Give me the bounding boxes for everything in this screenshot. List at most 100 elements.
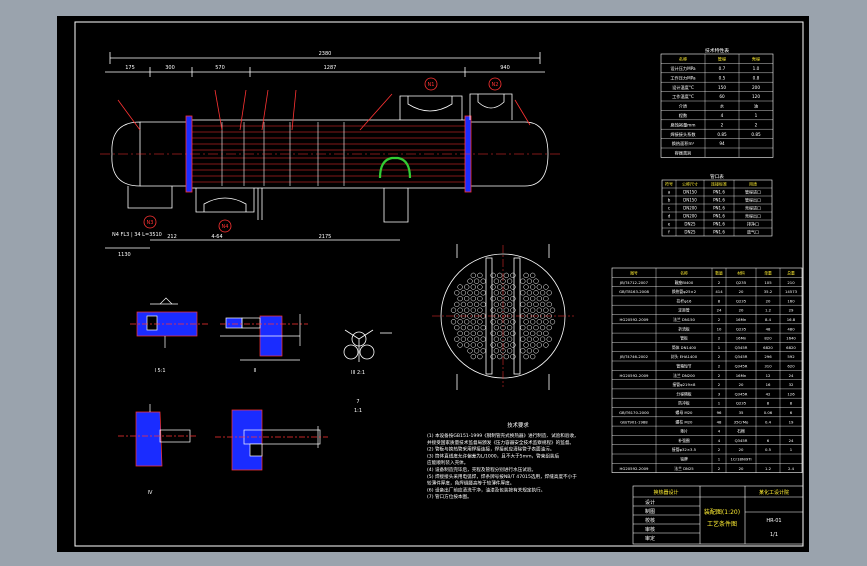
sheet-number: 1/1: [770, 532, 778, 538]
tube-hole: [493, 348, 500, 354]
table-cell: 1: [718, 457, 721, 462]
tube-hole: [546, 290, 552, 296]
tube-hole: [543, 342, 549, 348]
tube-hole: [464, 319, 470, 325]
tube-hole: [500, 324, 506, 331]
table-cell: 鞍座BI400: [675, 280, 694, 285]
table-cell: 2: [718, 280, 721, 285]
tube-hole: [543, 307, 549, 313]
tube-hole: [480, 348, 486, 354]
table-cell: 24: [717, 308, 722, 313]
tube-hole: [520, 290, 526, 296]
tube-hole: [536, 284, 542, 290]
note-line: (3) 筒体直线度允许偏差为L/1000，且不大于5mm，管束组装后: [427, 452, 560, 459]
tube-hole: [546, 313, 552, 319]
tube-hole: [490, 342, 496, 348]
table-cell: GB/T6170-2000: [619, 410, 649, 415]
table-cell: 1.2: [765, 308, 772, 313]
table-cell: 法兰 DN200: [673, 373, 695, 378]
table-cell: 符号: [665, 181, 673, 187]
tube-hole: [467, 301, 473, 308]
table-title: 管口表: [710, 173, 724, 180]
tube-hole: [520, 336, 526, 342]
table-cell: 0.85: [717, 132, 727, 137]
tube-hole: [523, 272, 529, 279]
tube-hole: [493, 324, 500, 331]
table-cell: 名称: [680, 271, 688, 276]
tube-hole: [506, 336, 513, 342]
detail-1-label: I 5:1: [154, 368, 165, 374]
tube-hole: [533, 336, 539, 342]
bottom-nozzle-right: [383, 188, 409, 223]
tube-hole: [457, 342, 463, 348]
table-cell: 材料: [737, 271, 745, 276]
table-cell: 折流板: [678, 326, 690, 331]
table-cell: 210: [787, 280, 795, 285]
table-cell: DN25: [684, 230, 696, 235]
tube-hole: [530, 342, 536, 348]
drawing-border: [74, 21, 804, 547]
table-cell: 排净口: [747, 221, 759, 227]
tube-hole: [510, 284, 516, 290]
table-cell: 1: [718, 401, 721, 406]
table-cell: 126: [787, 391, 795, 396]
tube-hole: [460, 290, 467, 296]
nozzle-marker-3: [143, 215, 157, 229]
note-line: (6) 设备出厂前应清洗干净，油漆及包装按有关规定执行。: [427, 486, 545, 493]
table-cell: 8: [790, 401, 793, 406]
tube-hole: [493, 290, 500, 296]
table-header-row: 名称管程壳程: [679, 54, 761, 64]
table-cell: DN200: [683, 214, 697, 219]
tube-hole: [457, 330, 463, 337]
detail-3-label: III 2:1: [351, 370, 365, 376]
nozzle-mark-2: N2: [492, 82, 499, 88]
table-cell: 8: [767, 401, 770, 406]
table-cell: 设计压力MPa: [670, 65, 696, 72]
table-cell: 单重: [764, 271, 772, 276]
table-cell: 壳程: [752, 56, 761, 63]
table-cell: 腐蚀裕量mm: [671, 121, 696, 128]
tube-hole: [477, 330, 483, 337]
table-cell: Q345R: [735, 391, 748, 396]
table-cell: JB/T4746-2002: [619, 354, 649, 359]
tube-hole: [533, 290, 539, 296]
tube-hole: [539, 336, 546, 342]
tube-hole: [450, 307, 457, 313]
tube-hole: [520, 278, 526, 284]
tube-hole: [510, 342, 516, 348]
table-cell: 160: [787, 298, 795, 303]
table-cell: 2: [718, 373, 721, 378]
table-cell: 16Mn: [736, 317, 747, 322]
table-cell: 296: [764, 354, 772, 359]
drawing-number: HR-01: [766, 518, 781, 524]
table-cell: Q345R: [735, 364, 748, 369]
tube-hole: [467, 290, 473, 296]
nozzle-mark-3: N3: [147, 220, 154, 226]
left-dimension: 1130: [118, 252, 131, 258]
tube-hole: [473, 348, 480, 354]
tube-hole: [470, 342, 476, 348]
table-cell: HG20592-2009: [620, 317, 649, 322]
table-cell: d: [668, 214, 671, 219]
tube-hole: [473, 278, 480, 284]
table-cell: 16: [766, 382, 771, 387]
table-cell: 拉杆φ16: [677, 298, 693, 303]
tube-hole: [526, 301, 533, 308]
tube-hole: [536, 295, 542, 302]
detail-1: [130, 297, 210, 348]
table-cell: 14573: [785, 289, 798, 294]
table-cell: JB/T4712-2007: [619, 280, 649, 285]
technical-notes: 技术要求 (1) 本设备按GB151-1999《钢制管壳式换热器》进行制造、试验…: [427, 421, 579, 500]
top-dim-2: 300: [165, 65, 175, 71]
table-cell: 垫片: [680, 429, 688, 434]
